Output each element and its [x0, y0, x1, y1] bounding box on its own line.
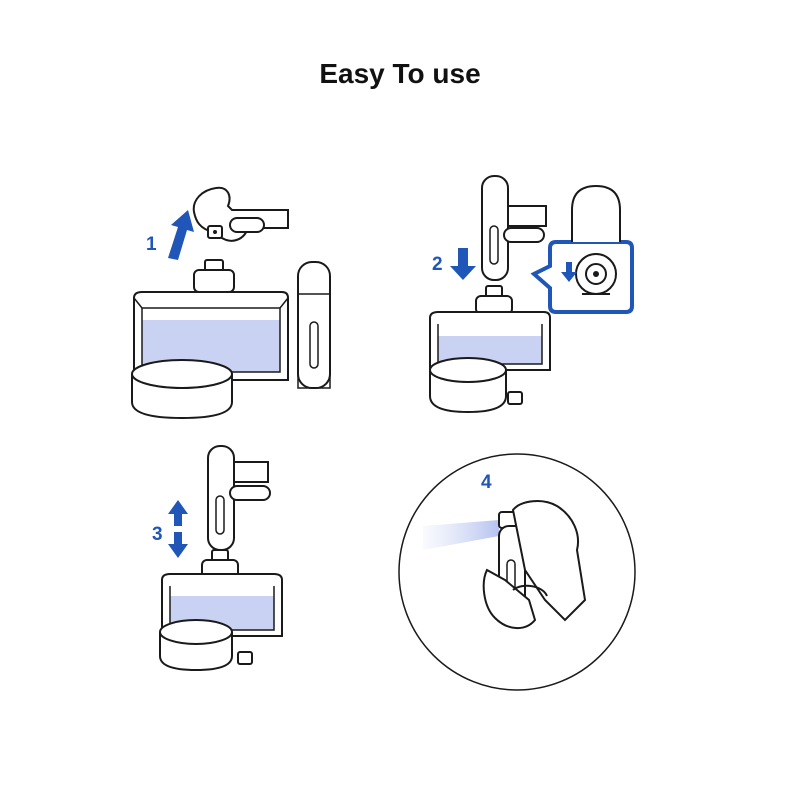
step-1-panel: 1: [120, 170, 360, 430]
zoom-callout-icon: [530, 184, 634, 314]
perfume-bottle-icon: [133, 259, 289, 381]
step-4-panel: 4: [395, 450, 640, 695]
cap-icon: [507, 391, 523, 405]
step-3-panel: 3: [150, 440, 300, 680]
perfume-bottle-icon: [429, 285, 551, 371]
page-title: Easy To use: [319, 58, 481, 89]
step-4-illustration: 4: [398, 453, 636, 691]
spray-mist-icon: [423, 520, 499, 550]
step-1-illustration: 1: [131, 186, 331, 420]
bottle-cap-base-icon: [131, 359, 233, 420]
hand-icon: [229, 461, 271, 501]
atomizer-icon: [297, 261, 331, 389]
bottle-cap-base-icon: [159, 619, 233, 672]
atomizer-icon: [481, 175, 509, 281]
hand-icon: [503, 205, 547, 243]
step-2-illustration: 2: [429, 175, 634, 414]
up-arrow-icon: [168, 210, 194, 260]
hand-icon: [482, 500, 587, 629]
cap-icon: [237, 651, 253, 665]
step-2-panel: 2: [420, 170, 650, 430]
bottle-cap-base-icon: [429, 357, 507, 414]
atomizer-icon: [207, 445, 235, 551]
down-arrow-icon: [450, 248, 476, 280]
step-number: 1: [146, 234, 157, 255]
step-number: 3: [152, 524, 163, 545]
step-number: 2: [432, 254, 443, 275]
cap-icon: [207, 225, 223, 239]
step-number: 4: [481, 472, 492, 493]
up-down-arrow-icon: [168, 500, 188, 558]
step-3-illustration: 3: [152, 445, 283, 672]
